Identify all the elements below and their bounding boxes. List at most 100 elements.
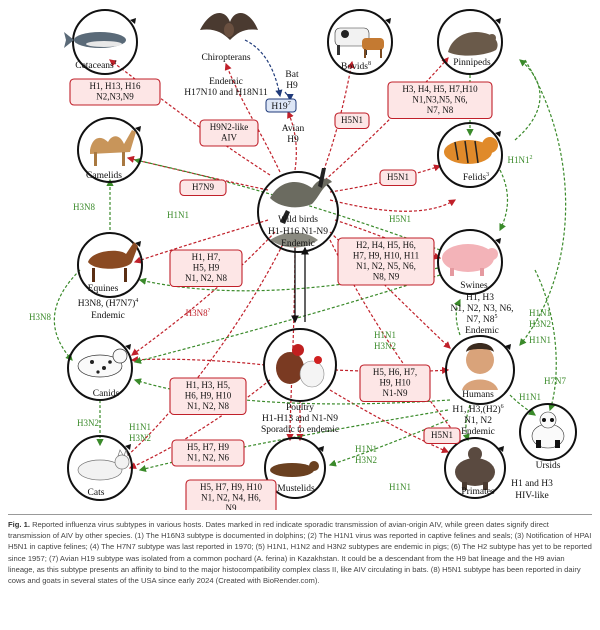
subtype-box-line: N1, N2, N8 bbox=[185, 273, 227, 283]
label-humans: Humans bbox=[462, 390, 494, 400]
label-cetaceans: Cetaceans1 bbox=[75, 60, 117, 71]
horse-icon bbox=[88, 242, 138, 282]
whale-icon bbox=[64, 32, 126, 48]
edge-wild-humans bbox=[329, 231, 451, 349]
label-h19: H197 bbox=[271, 101, 290, 112]
edge-label-swines-canids: H3N2 bbox=[77, 418, 99, 428]
goose-icon bbox=[270, 168, 332, 248]
label-swines: Swines bbox=[460, 281, 488, 291]
subtype-box-frame bbox=[169, 249, 243, 288]
circle-arrow-marks bbox=[125, 18, 511, 452]
label-equines-sub2: Endemic bbox=[91, 311, 125, 321]
label-chiro-sub1: Endemic bbox=[209, 77, 243, 87]
cycle-arrow-swines bbox=[495, 238, 501, 244]
subtype-box-line: H1, H3, H5, bbox=[186, 380, 230, 390]
edge-poultry-canids bbox=[130, 356, 266, 366]
edge-felids-pinnipeds bbox=[514, 59, 541, 141]
edge-wild-equines bbox=[133, 219, 269, 264]
label-ursids: Ursids bbox=[536, 461, 561, 471]
label-primates-sub2: HIV-like bbox=[515, 491, 548, 501]
edge-wild-camelids bbox=[126, 155, 269, 191]
edge-swines-ursids bbox=[534, 269, 557, 412]
subtype-box-line: AIV bbox=[221, 133, 237, 143]
edge-label-swines-humans2: H1N1 bbox=[529, 335, 551, 345]
label-swines-sub2: N1, N2, N3, N6, bbox=[450, 304, 513, 314]
label-camelids: Camelids bbox=[86, 171, 122, 181]
edge-label-swines-humans-h1n1: H1N1 bbox=[529, 308, 551, 318]
host-circles bbox=[67, 9, 577, 501]
edge-label-humans-primates: H1N1 bbox=[389, 482, 411, 492]
label-bat-sub: H9 bbox=[286, 81, 298, 91]
label-bat: Bat bbox=[285, 70, 299, 80]
edge-poultry-primates bbox=[329, 389, 450, 453]
subtype-box-line: N2,N3,N9 bbox=[96, 92, 134, 102]
subtype-box-frame bbox=[169, 377, 247, 416]
subtype-box-frame bbox=[179, 179, 227, 197]
circle-humans bbox=[445, 335, 515, 405]
circle-pinnipeds bbox=[437, 9, 503, 75]
circle-swines bbox=[437, 229, 503, 295]
tiger-icon bbox=[444, 137, 498, 164]
edge-pinnipeds-humans bbox=[519, 59, 567, 346]
edge-equines-canids bbox=[53, 269, 81, 361]
label-primates-sub: H1 and H3 bbox=[511, 479, 553, 489]
edge-poultry-cats bbox=[128, 379, 271, 469]
edge-swines-canids bbox=[133, 274, 441, 364]
cycle-arrow-camelids bbox=[135, 126, 141, 132]
cycle-arrow-equines bbox=[135, 241, 141, 247]
subtype-box-line: N1, N2, N6 bbox=[187, 453, 229, 463]
edge-labels: H3N8 H1N1 H3N8 H1N1 H3N2 H1N12 H1N1 H3N2… bbox=[29, 155, 566, 492]
edge-wild-h19 bbox=[287, 110, 297, 171]
subtype-box-line: H5, H7, H9, H10 bbox=[200, 482, 262, 492]
chicken-icon bbox=[276, 344, 325, 388]
circle-mustelids bbox=[264, 437, 326, 499]
subtype-box-h5n1-felids: H5N1 bbox=[379, 169, 417, 187]
edge-label-camelids-swines: H1N1 bbox=[167, 210, 189, 220]
label-swines-sub1: H1, H3 bbox=[466, 293, 494, 303]
subtype-box-line: N1-N9 bbox=[383, 388, 408, 398]
circle-felids bbox=[437, 122, 503, 188]
subtype-box-frame bbox=[423, 427, 461, 445]
edge-label-equines-canids: H3N8 bbox=[29, 312, 51, 322]
animal-illustrations bbox=[64, 12, 565, 490]
caption-figure-number: Fig. 1. bbox=[8, 520, 30, 529]
label-wild-birds: Wild birds bbox=[278, 215, 318, 225]
subtype-box-line: H5N1 bbox=[341, 115, 363, 125]
label-wild-sub2: Endemic bbox=[281, 239, 315, 249]
circle-ursids bbox=[519, 403, 577, 461]
edge-wild-canids bbox=[131, 231, 276, 356]
subtype-box-line: N1, N2, N4, H6, bbox=[201, 493, 261, 503]
edge-label-swines-humans-h3n2: H3N2 bbox=[529, 319, 551, 329]
subtype-box-line: N1, N2, N5, N6, bbox=[356, 261, 416, 271]
subtype-box-line: H3, H4, H5, H7,H10 bbox=[402, 84, 478, 94]
label-avian-sub: H9 bbox=[287, 135, 299, 145]
subtype-box-line: H5, H7, H9 bbox=[187, 442, 229, 452]
edge-label-humans-ursids-h1n1: H1N1 bbox=[519, 392, 541, 402]
label-chiropterans: Chiropterans bbox=[201, 53, 250, 63]
edge-label-equines-camelids: H3N8 bbox=[73, 202, 95, 212]
edge-label-humans-mustelids-h3n2: H3N2 bbox=[355, 455, 377, 465]
subtype-box-frame bbox=[379, 169, 417, 187]
circle-cats bbox=[67, 435, 133, 501]
circle-canids bbox=[67, 335, 133, 401]
edge-label-swines-poultry-h3n2: H3N2 bbox=[374, 341, 396, 351]
label-poultry-sub2: Sporadic to endemic bbox=[261, 425, 339, 435]
edge-bat-h19 bbox=[284, 91, 294, 102]
label-humans-sub2: N1, N2 bbox=[464, 416, 492, 426]
label-wild-sub1: H1-H16 N1-N9 bbox=[268, 227, 328, 237]
mink-icon bbox=[270, 461, 319, 477]
circle-equines bbox=[77, 232, 143, 298]
subtype-box-line: H9N2-like bbox=[210, 122, 249, 132]
h19-box bbox=[265, 98, 297, 113]
black-edges bbox=[244, 39, 309, 324]
label-primates: Primates bbox=[461, 487, 495, 497]
circle-bovids bbox=[327, 9, 393, 75]
cycle-arrow-mustelids bbox=[318, 446, 324, 452]
camel-icon bbox=[90, 130, 136, 166]
label-pinnipeds: Pinnipeds bbox=[453, 58, 491, 68]
cycle-arrow-felids bbox=[495, 131, 501, 137]
subtype-box-line: N1,N3,N5, N6, bbox=[412, 95, 467, 105]
